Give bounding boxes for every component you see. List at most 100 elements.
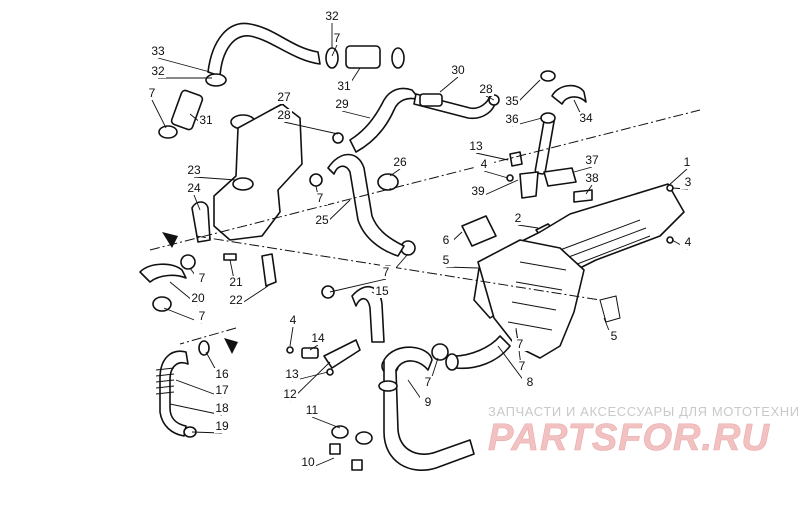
callout-backing [312,192,328,205]
callout-backing [285,314,301,327]
callout-backing [334,98,350,111]
callout-backing [578,112,594,125]
clamp-7-k [445,353,459,371]
callout-leader [169,403,223,416]
callout-backing [186,164,202,177]
callout-number: 2 [515,211,522,225]
callout-number: 8 [527,375,534,389]
callout-23: 23 [186,163,237,181]
callout-number: 28 [479,82,493,96]
callout-backing [214,368,230,381]
clamp-32-upper [205,73,227,87]
hose-33 [207,22,321,77]
clamp-9-lower [378,380,398,392]
callout-leader [439,76,459,93]
callout-leader [269,103,285,111]
callout-32: 32 [150,64,212,79]
callout-backing [300,456,316,469]
callout-number: 10 [301,455,315,469]
callout-number: 26 [393,155,407,169]
callout-backing [438,254,454,267]
callout-31: 31 [336,67,361,94]
callout-backing [584,172,600,185]
callout-backing [378,266,394,279]
callout-number: 14 [311,331,325,345]
screw-4-right [666,236,674,244]
bolt-10-a [329,443,341,455]
callout-25: 25 [314,199,351,228]
callout-backing [420,396,436,409]
callout-backing [329,32,345,45]
bracket-37 [543,167,577,187]
callout-10: 10 [300,455,335,470]
callout-number: 7 [383,265,390,279]
clamp-7-e [152,296,172,312]
parts-layer [139,22,701,472]
callout-leader [573,166,593,173]
clamp-7-h [431,343,449,361]
spring-clamp-26 [377,173,399,191]
callout-39: 39 [470,179,519,199]
callout-number: 1 [684,155,691,169]
callout-leader [157,57,211,73]
callout-number: 17 [215,383,229,397]
callout-backing [504,113,520,126]
callout-28: 28 [478,82,495,101]
callout-37: 37 [573,153,600,173]
callout-backing [504,95,520,108]
coupler-31-left [170,89,204,131]
callout-backing [470,185,486,198]
callout-backing [314,214,330,227]
callout-backing [680,236,696,249]
tube-39 [519,171,539,199]
clamp-7-g [321,285,335,299]
hose-15 [351,285,385,343]
callout-number: 38 [585,171,599,185]
callout-backing [198,114,214,127]
callout-backing [606,330,622,343]
callout-backing [438,234,454,247]
callout-number: 3 [685,175,692,189]
clamp-7-b [391,47,405,69]
callout-number: 6 [443,233,450,247]
callout-backing [522,376,538,389]
callout-number: 30 [451,63,465,77]
bolt-38 [573,189,593,203]
callout-number: 7 [199,309,206,323]
callout-leader [311,416,341,429]
callout-backing [392,156,408,169]
callout-number: 12 [283,387,297,401]
callout-13: 13 [284,367,329,382]
callout-leader [445,266,479,269]
callout-34: 34 [573,99,594,126]
callout-7: 7 [312,185,328,206]
callout-9: 9 [407,379,436,410]
clamp-16 [198,340,210,356]
callout-backing [194,272,210,285]
callout-20: 20 [169,281,206,306]
callout-4: 4 [671,235,696,250]
callout-7: 7 [329,265,394,293]
callout-17: 17 [175,379,230,398]
callout-backing [282,388,298,401]
callout-backing [284,368,300,381]
callout-number: 7 [317,191,324,205]
callout-5: 5 [603,317,622,344]
heat-exchanger-5 [477,239,585,359]
callout-22: 22 [228,285,269,308]
callout-backing [450,64,466,77]
callout-leader [151,99,167,129]
callout-number: 16 [215,367,229,381]
hose-16-18 [159,350,189,437]
callout-4: 4 [285,313,301,347]
callout-leader [585,184,593,195]
callout-32: 32 [324,9,340,48]
callout-number: 33 [151,44,165,58]
callout-38: 38 [584,171,600,195]
callout-12: 12 [282,361,331,402]
direction-arrow-lower [224,338,238,354]
callout-number: 5 [611,329,618,343]
callout-number: 7 [149,86,156,100]
callout-backing [478,83,494,96]
